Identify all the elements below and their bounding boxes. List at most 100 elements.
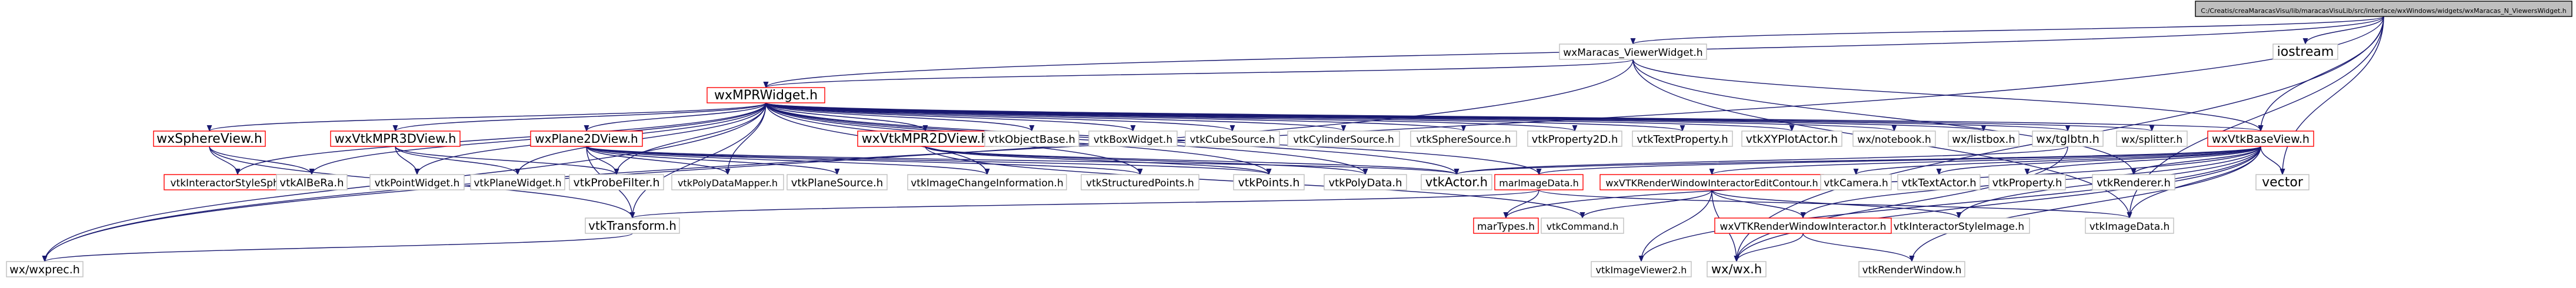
node-vtkcylindersource: vtkCylinderSource.h <box>1287 130 1400 147</box>
node-box-vtkalbera <box>276 174 348 190</box>
node-vtkcubesource: vtkCubeSource.h <box>1185 130 1280 147</box>
node-label-wxnotebook: wx/notebook.h <box>1857 134 1931 146</box>
node-label-wxmprwidget[interactable]: wxMPRWidget.h <box>714 88 818 103</box>
node-box-wxmaracas-viewerwidget <box>1559 43 1707 60</box>
node-vtkcommand: vtkCommand.h <box>1541 217 1624 234</box>
node-wxmprwidget[interactable]: wxMPRWidget.h <box>707 87 825 103</box>
node-marimagedata[interactable]: marImageData.h <box>1494 174 1584 190</box>
node-vtktextproperty: vtkTextProperty.h <box>1632 130 1733 147</box>
node-label-wxtglbtn: wx/tglbtn.h <box>2036 133 2100 146</box>
node-label-vtkpoints: vtkPoints.h <box>1238 176 1300 189</box>
node-label-wxplane2dview[interactable]: wxPlane2DView.h <box>535 132 638 146</box>
node-vtktransform: vtkTransform.h <box>585 217 680 234</box>
node-label-vtktextproperty: vtkTextProperty.h <box>1637 133 1728 146</box>
node-wxplane2dview[interactable]: wxPlane2DView.h <box>530 130 643 147</box>
edge-wxvtkmpr3dview-to-vtkplanewidget <box>395 146 521 176</box>
node-vtkalbera: vtkAlBeRa.h <box>276 174 348 190</box>
node-label-wxvtkrenderwindowinteractoreditcontour[interactable]: wxVTKRenderWindowInteractorEditContour.h <box>1605 178 1818 189</box>
node-box-vtkactor <box>1421 174 1492 190</box>
edge-wxmprwidget-to-wxnotebook <box>765 102 1897 132</box>
node-root: C:/Creatis/creaMaracasVisu/lib/maracasVi… <box>2195 1 2572 17</box>
node-wxlistbox: wx/listbox.h <box>1948 130 2020 147</box>
node-vtkactor: vtkActor.h <box>1421 174 1492 190</box>
node-vtkimageviewer2: vtkImageViewer2.h <box>1591 261 1692 277</box>
node-label-wxvtkmpr3dview[interactable]: wxVtkMPR3DView.h <box>335 132 456 146</box>
edge-wxvtkbaseview-to-vtkrenderer <box>2131 146 2261 176</box>
node-iostream: iostream <box>2272 43 2338 60</box>
node-label-vector: vector <box>2262 175 2304 190</box>
edge-root-to-wxmaracas-viewerwidget <box>1631 16 2384 45</box>
node-box-wxwx <box>1707 261 1767 277</box>
edge-vtktransform-to-wxwxprec <box>42 233 633 263</box>
node-box-vtkcubesource <box>1185 130 1280 147</box>
node-label-vtkplanesource: vtkPlaneSource.h <box>791 177 883 189</box>
edge-wxvtkrenderwindowinteractoreditcontour-to-vtkimageviewer2 <box>1638 189 1712 263</box>
node-wxsphereview[interactable]: wxSphereView.h <box>153 130 266 147</box>
edge-wxvtkbaseview-to-vtkproperty <box>2024 146 2261 176</box>
node-label-marimagedata[interactable]: marImageData.h <box>1499 178 1579 189</box>
node-box-marimagedata[interactable] <box>1494 174 1584 190</box>
node-wxvtkbaseview[interactable]: wxVtkBaseView.h <box>2207 130 2314 147</box>
node-martypes[interactable]: marTypes.h <box>1473 217 1539 234</box>
edge-wxmprwidget-to-vtkspheresource <box>765 102 1466 132</box>
edge-wxvtkrenderwindowinteractor-to-wxwx <box>1734 233 1804 263</box>
edge-root-to-vector <box>2280 16 2384 176</box>
node-box-wxsplitter <box>2116 130 2188 147</box>
edge-wxvtkmpr2dview-to-vtkpolydata <box>925 146 1368 176</box>
node-wxvtkrenderwindowinteractoreditcontour[interactable]: wxVTKRenderWindowInteractorEditContour.h <box>1599 174 1824 190</box>
edge-wxmprwidget-to-vtkprobefilter <box>614 102 767 176</box>
node-label-wxvtkrenderwindowinteractor[interactable]: wxVTKRenderWindowInteractor.h <box>1719 221 1886 233</box>
edge-wxmprwidget-to-wxtglbtn <box>765 102 2070 132</box>
node-box-vector <box>2255 174 2310 190</box>
node-box-martypes[interactable] <box>1473 217 1539 234</box>
node-label-wxvtkbaseview[interactable]: wxVtkBaseView.h <box>2212 133 2310 146</box>
edge-wxvtkmpr2dview-to-vtkpoints <box>925 146 1272 176</box>
edge-wxmprwidget-to-vtkinteractorstylesphere <box>235 102 767 176</box>
node-wxsplitter: wx/splitter.h <box>2116 130 2188 147</box>
node-label-wxsphereview[interactable]: wxSphereView.h <box>156 132 262 146</box>
node-box-vtkpolydatamapper <box>671 174 784 190</box>
node-label-vtkcubesource: vtkCubeSource.h <box>1189 134 1275 146</box>
node-label-vtkinteractorstylesphere[interactable]: vtkInteractorStyleSphere.h <box>170 178 305 189</box>
edge-wxvtkbaseview-to-vector <box>2260 146 2285 176</box>
node-box-wxvtkrenderwindowinteractoreditcontour[interactable] <box>1599 174 1824 190</box>
node-wxvtkmpr3dview[interactable]: wxVtkMPR3DView.h <box>330 130 461 147</box>
node-box-wxmprwidget[interactable] <box>707 87 825 103</box>
node-label-wxvtkmpr2dview[interactable]: wxVtkMPR2DView.h <box>862 132 989 146</box>
node-box-wxsphereview[interactable] <box>153 130 266 147</box>
edge-wxvtkbaseview-to-vtkcamera <box>1853 146 2261 176</box>
node-box-vtkcommand <box>1541 217 1624 234</box>
node-box-wxvtkmpr3dview[interactable] <box>330 130 461 147</box>
edge-wxvtkbaseview-to-vtktextactor <box>1936 146 2261 176</box>
node-wxvtkmpr2dview[interactable]: wxVtkMPR2DView.h <box>857 130 994 147</box>
node-vector: vector <box>2255 174 2310 190</box>
edge-wxvtkmpr3dview-to-vtkprobefilter <box>395 146 619 176</box>
node-box-vtkimageviewer2 <box>1591 261 1692 277</box>
node-box-wxplane2dview[interactable] <box>530 130 643 147</box>
edge-wxsphereview-to-vtkinteractorstylesphere <box>209 146 241 176</box>
node-box-vtkcamera <box>1820 174 1892 190</box>
node-label-vtkxyplotactor: vtkXYPlotActor.h <box>1746 133 1838 146</box>
node-wxvtkrenderwindowinteractor[interactable]: wxVTKRenderWindowInteractor.h <box>1714 217 1892 234</box>
node-box-wxvtkmpr2dview[interactable] <box>857 130 994 147</box>
node-vtktextactor: vtkTextActor.h <box>1897 174 1981 190</box>
node-box-vtkpointwidget <box>369 174 465 190</box>
node-label-vtkproperty2d: vtkProperty2D.h <box>1532 133 1618 146</box>
node-label-wxwxprec: wx/wxprec.h <box>9 263 80 276</box>
node-label-vtkcommand: vtkCommand.h <box>1547 221 1618 232</box>
node-box-root <box>2195 1 2572 17</box>
node-vtkboxwidget: vtkBoxWidget.h <box>1088 130 1178 147</box>
node-box-wxvtkbaseview[interactable] <box>2207 130 2314 147</box>
node-label-vtkinteractorstyleimage: vtkInteractorStyleImage.h <box>1894 221 2024 233</box>
node-label-vtkalbera: vtkAlBeRa.h <box>279 177 344 189</box>
node-vtkpoints: vtkPoints.h <box>1233 174 1305 190</box>
node-wxwx: wx/wx.h <box>1707 261 1767 277</box>
edge-wxplane2dview-to-vtkpoints <box>586 146 1271 176</box>
edge-wxmaracas-viewerwidget-to-vtkrenderer <box>1632 59 2137 176</box>
node-label-vtkpolydata: vtkPolyData.h <box>1328 177 1402 189</box>
edge-wxvtkbaseview-to-vtkimageviewer2 <box>1638 146 2261 263</box>
node-label-wxwx: wx/wx.h <box>1711 262 1762 276</box>
node-label-martypes[interactable]: marTypes.h <box>1477 221 1535 233</box>
node-box-wxvtkrenderwindowinteractor[interactable] <box>1714 217 1892 234</box>
edge-wxtglbtn-to-wxwx <box>1734 146 2068 263</box>
